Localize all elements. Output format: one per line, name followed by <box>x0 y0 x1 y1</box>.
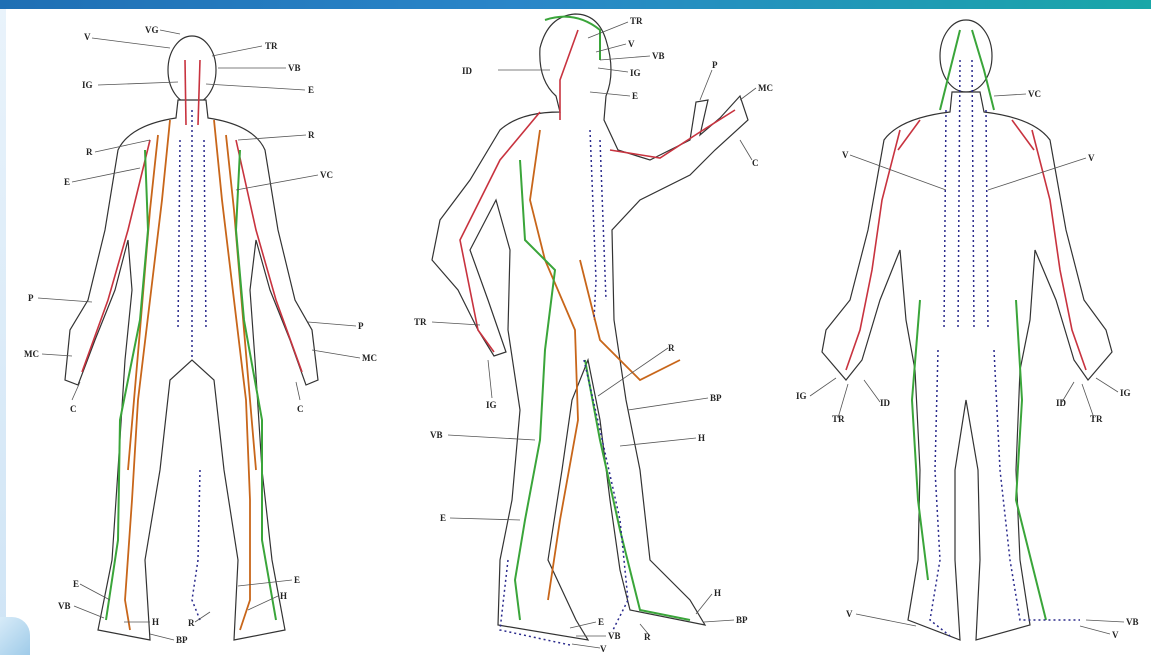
back-body-outline <box>822 20 1112 640</box>
front-figure: VG V TR VB IG E R R E VC P P MC MC C C E… <box>24 25 377 645</box>
label-h: H <box>698 433 705 443</box>
label-id-left: ID <box>880 398 891 408</box>
back-figure: VC V V IG ID TR ID TR IG V VB V <box>796 20 1139 640</box>
label-tr-hand: TR <box>414 317 427 327</box>
label-id: ID <box>462 66 473 76</box>
label-e-foot-right: E <box>294 575 300 585</box>
label-tr: TR <box>265 41 278 51</box>
label-v-left: V <box>842 150 849 160</box>
label-tr-head: TR <box>630 16 643 26</box>
label-v-foot: V <box>600 644 607 654</box>
label-r-foot: R <box>188 618 195 628</box>
label-p-right: P <box>358 321 364 331</box>
label-p: P <box>712 60 718 70</box>
label-v-foot-left: V <box>846 609 853 619</box>
label-bp: BP <box>710 393 722 403</box>
label-e-leg: E <box>440 513 446 523</box>
label-mc-left: MC <box>24 349 39 359</box>
label-v: V <box>84 32 91 42</box>
label-mc: MC <box>758 83 773 93</box>
label-h-foot: H <box>714 588 721 598</box>
label-ig-hand: IG <box>486 400 497 410</box>
label-vb-head: VB <box>652 51 665 61</box>
label-e-head: E <box>308 85 314 95</box>
label-c-right: C <box>297 404 304 414</box>
side-body-outline <box>432 14 748 640</box>
label-p-left: P <box>28 293 34 303</box>
label-r-foot: R <box>644 632 651 642</box>
side-figure: TR V VB IG ID E P MC C TR IG R BP H VB E… <box>414 14 773 654</box>
label-bp: BP <box>176 635 188 645</box>
label-vg: VG <box>145 25 159 35</box>
label-ig: IG <box>82 80 93 90</box>
label-h-foot-right: H <box>280 591 287 601</box>
label-e-chest: E <box>64 177 70 187</box>
label-id-right: ID <box>1056 398 1067 408</box>
label-ig-left: IG <box>796 391 807 401</box>
label-tr-left: TR <box>832 414 845 424</box>
label-vb-leg: VB <box>430 430 443 440</box>
label-vb-foot: VB <box>58 601 71 611</box>
label-c-left: C <box>70 404 77 414</box>
label-r-right: R <box>308 130 315 140</box>
label-v-foot-right: V <box>1112 630 1119 640</box>
label-c: C <box>752 158 759 168</box>
label-vc: VC <box>1028 89 1041 99</box>
label-r-left: R <box>86 147 93 157</box>
label-ig-right: IG <box>1120 388 1131 398</box>
label-v: V <box>628 39 635 49</box>
label-e-foot-left: E <box>73 579 79 589</box>
label-e-foot: E <box>598 617 604 627</box>
label-tr-right: TR <box>1090 414 1103 424</box>
label-vb-foot: VB <box>608 631 621 641</box>
label-v-right: V <box>1088 153 1095 163</box>
label-mc-right: MC <box>362 353 377 363</box>
label-r: R <box>668 343 675 353</box>
label-bp-foot: BP <box>736 615 748 625</box>
label-vb-foot-right: VB <box>1126 617 1139 627</box>
label-vb: VB <box>288 63 301 73</box>
label-e-head: E <box>632 91 638 101</box>
label-ig-head: IG <box>630 68 641 78</box>
label-h-foot-left: H <box>152 617 159 627</box>
corner-decoration <box>0 617 30 655</box>
label-vc: VC <box>320 170 333 180</box>
